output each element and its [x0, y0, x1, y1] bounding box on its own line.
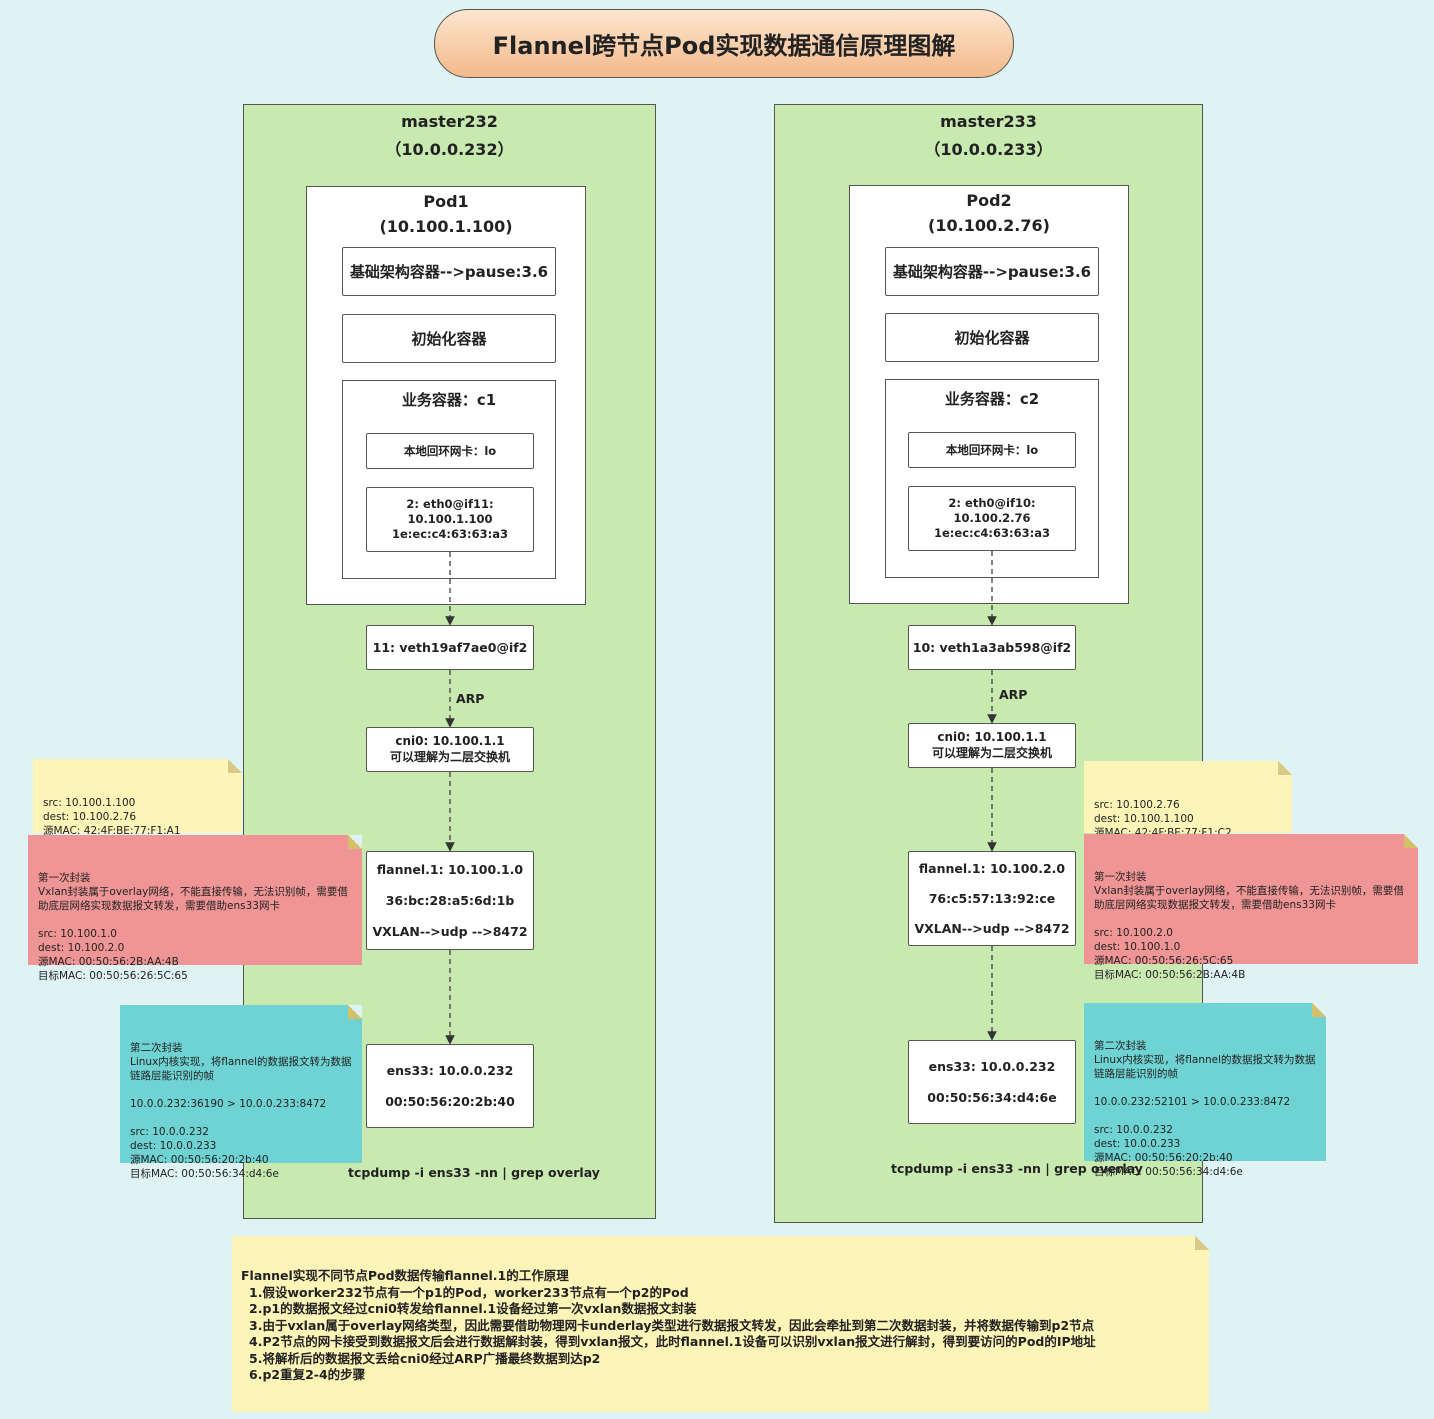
ens33-mac: 00:50:56:20:2b:40	[385, 1094, 515, 1109]
note-fold	[1404, 834, 1418, 848]
eth0-ip: 10.100.2.76	[953, 511, 1031, 525]
note-fold	[1312, 1003, 1326, 1017]
second-encapsulation-note: 第二次封装 Linux内核实现，将flannel的数据报文转为数据链路层能识别的…	[1084, 1003, 1326, 1178]
first-encapsulation-note-text: 第一次封装 Vxlan封装属于overlay网络，不能直接传输，无法识别帧，需要…	[38, 872, 348, 982]
business-container-label: 业务容器：c1	[401, 391, 497, 409]
summary-heading: Flannel实现不同节点Pod数据传输flannel.1的工作原理	[241, 1268, 569, 1283]
eth0-nic: 2: eth0@if11: 10.100.1.100 1e:ec:c4:63:6…	[366, 487, 534, 552]
flannel-interface: flannel.1: 10.100.2.0 76:c5:57:13:92:ce …	[908, 851, 1076, 946]
pod-name: Pod2	[966, 191, 1012, 210]
eth0-mac: 1e:ec:c4:63:63:a3	[934, 526, 1050, 540]
cni0-bridge: cni0: 10.100.1.1 可以理解为二层交换机	[908, 723, 1076, 768]
summary-item: 3.由于vxlan属于overlay网络类型，因此需要借助物理网卡underla…	[249, 1317, 1095, 1333]
ens33-mac: 00:50:56:34:d4:6e	[927, 1090, 1057, 1105]
first-encapsulation-note: 第一次封装 Vxlan封装属于overlay网络，不能直接传输，无法识别帧，需要…	[1084, 834, 1418, 981]
first-encapsulation-note: 第一次封装 Vxlan封装属于overlay网络，不能直接传输，无法识别帧，需要…	[28, 835, 362, 982]
ens33-ip: ens33: 10.0.0.232	[386, 1063, 514, 1078]
loopback-nic: 本地回环网卡：lo	[908, 432, 1076, 468]
veth-interface: 10: veth1a3ab598@if2	[908, 625, 1076, 670]
cni0-desc: 可以理解为二层交换机	[389, 750, 510, 764]
arp-label: ARP	[456, 691, 485, 706]
second-encapsulation-note-text: 第二次封装 Linux内核实现，将flannel的数据报文转为数据链路层能识别的…	[130, 1042, 352, 1180]
flannel-vxlan: VXLAN-->udp -->8472	[914, 920, 1070, 936]
tcpdump-command: tcpdump -i ens33 -nn | grep overlay	[891, 1161, 1143, 1176]
cni0-desc: 可以理解为二层交换机	[931, 746, 1052, 760]
note-fold	[1278, 761, 1292, 775]
eth0-name: 2: eth0@if10:	[948, 496, 1036, 510]
pod-name: Pod1	[423, 192, 469, 211]
arp-label: ARP	[999, 687, 1028, 702]
summary-item: 2.p1的数据报文经过cni0转发给flannel.1设备经过第一次vxlan数…	[249, 1301, 697, 1316]
note-fold	[348, 1005, 362, 1019]
flannel-vxlan: VXLAN-->udp -->8472	[372, 924, 528, 939]
summary-item: 4.P2节点的网卡接受到数据报文后会进行数据解封装，得到vxlan报文，此时fl…	[249, 1334, 1096, 1349]
eth0-mac: 1e:ec:c4:63:63:a3	[392, 527, 508, 541]
flannel-ip: flannel.1: 10.100.2.0	[918, 860, 1066, 876]
init-container: 初始化容器	[885, 313, 1099, 362]
loopback-nic: 本地回环网卡：lo	[366, 433, 534, 469]
tcpdump-command: tcpdump -i ens33 -nn | grep overlay	[348, 1165, 600, 1180]
eth0-ip: 10.100.1.100	[407, 512, 493, 526]
summary-item: 6.p2重复2-4的步骤	[249, 1367, 366, 1382]
note-fold	[348, 835, 362, 849]
node-name: master232	[401, 112, 498, 131]
infra-container: 基础架构容器-->pause:3.6	[342, 247, 556, 296]
note-fold	[1195, 1236, 1209, 1250]
init-container: 初始化容器	[342, 314, 556, 363]
ens33-interface: ens33: 10.0.0.232 00:50:56:20:2b:40	[366, 1044, 534, 1128]
business-container-label: 业务容器：c2	[944, 390, 1040, 408]
eth0-name: 2: eth0@if11:	[406, 497, 494, 511]
node-ip: （10.0.0.232）	[385, 140, 514, 159]
second-encapsulation-note: 第二次封装 Linux内核实现，将flannel的数据报文转为数据链路层能识别的…	[120, 1005, 362, 1180]
arp-packet-note: src: 10.100.1.100 dest: 10.100.2.76 源MAC…	[33, 759, 242, 851]
cni0-bridge: cni0: 10.100.1.1 可以理解为二层交换机	[366, 727, 534, 772]
summary-item: 5.将解析后的数据报文丢给cni0经过ARP广播最终数据到达p2	[249, 1350, 601, 1366]
eth0-nic: 2: eth0@if10: 10.100.2.76 1e:ec:c4:63:63…	[908, 486, 1076, 551]
summary-note: Flannel实现不同节点Pod数据传输flannel.1的工作原理 1.假设w…	[232, 1236, 1209, 1412]
diagram-title: Flannel跨节点Pod实现数据通信原理图解	[434, 9, 1014, 78]
infra-container: 基础架构容器-->pause:3.6	[885, 247, 1099, 296]
flannel-mac: 36:bc:28:a5:6d:1b	[385, 893, 515, 908]
pod-ip: (10.100.2.76)	[928, 216, 1050, 235]
cni0-ip: cni0: 10.100.1.1	[937, 730, 1047, 744]
node-name: master233	[940, 112, 1037, 131]
second-encapsulation-note-text: 第二次封装 Linux内核实现，将flannel的数据报文转为数据链路层能识别的…	[1094, 1040, 1316, 1178]
pod-ip: (10.100.1.100)	[379, 217, 513, 236]
note-fold	[228, 759, 242, 773]
summary-item: 1.假设worker232节点有一个p1的Pod，worker233节点有一个p…	[249, 1284, 689, 1300]
ens33-ip: ens33: 10.0.0.232	[928, 1059, 1056, 1074]
node-ip: （10.0.0.233）	[924, 140, 1053, 159]
first-encapsulation-note-text: 第一次封装 Vxlan封装属于overlay网络，不能直接传输，无法识别帧，需要…	[1094, 871, 1404, 981]
cni0-ip: cni0: 10.100.1.1	[395, 734, 505, 748]
flannel-mac: 76:c5:57:13:92:ce	[928, 890, 1056, 906]
flannel-ip: flannel.1: 10.100.1.0	[376, 862, 524, 877]
veth-interface: 11: veth19af7ae0@if2	[366, 625, 534, 670]
